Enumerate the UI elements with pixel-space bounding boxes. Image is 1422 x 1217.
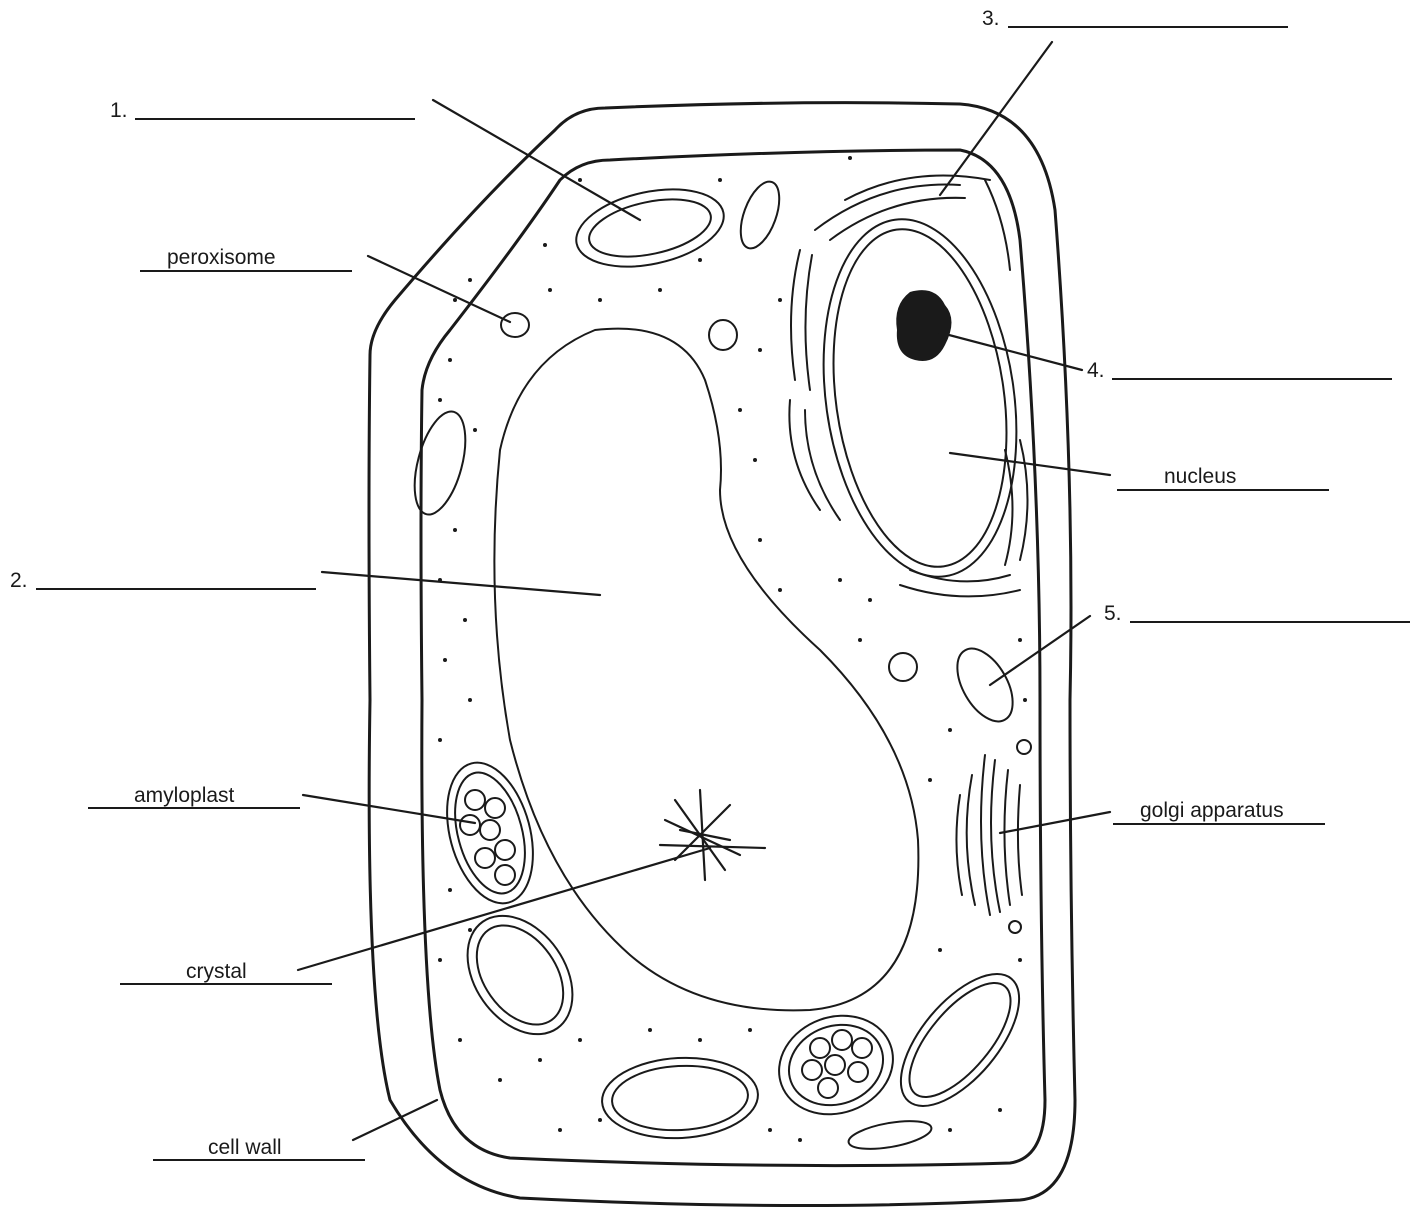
amyloplasts: [433, 753, 907, 1130]
label-number-2: 2.: [10, 570, 28, 591]
label-number-4: 4.: [1087, 360, 1105, 381]
crystal: [660, 790, 765, 880]
label-number-3: 3.: [982, 8, 1000, 29]
blank-line-5[interactable]: [1130, 621, 1410, 623]
underline-golgi-apparatus: [1113, 823, 1325, 825]
peroxisomes: [501, 313, 917, 681]
vacuole: [494, 329, 918, 1011]
label-amyloplast: amyloplast: [134, 785, 234, 806]
underline-nucleus: [1117, 489, 1329, 491]
underline-peroxisome: [140, 270, 352, 272]
cell-membrane: [421, 150, 1045, 1166]
blank-line-4[interactable]: [1112, 378, 1392, 380]
label-golgi-apparatus: golgi apparatus: [1140, 800, 1284, 821]
underline-crystal: [120, 983, 332, 985]
blank-line-3[interactable]: [1008, 26, 1288, 28]
nucleolus: [896, 290, 951, 361]
label-nucleus: nucleus: [1164, 466, 1236, 487]
underline-amyloplast: [88, 807, 300, 809]
nucleus-envelope-outer: [802, 207, 1038, 590]
nucleus-envelope-inner: [813, 218, 1027, 578]
label-cell-wall: cell wall: [208, 1137, 282, 1158]
underline-cell-wall: [153, 1159, 365, 1161]
golgi-stack: [956, 740, 1031, 933]
label-peroxisome: peroxisome: [167, 247, 276, 268]
label-crystal: crystal: [186, 961, 247, 982]
label-number-1: 1.: [110, 100, 128, 121]
cell-wall-outer: [369, 103, 1075, 1206]
blank-line-2[interactable]: [36, 588, 316, 590]
blank-line-1[interactable]: [135, 118, 415, 120]
label-number-5: 5.: [1104, 603, 1122, 624]
